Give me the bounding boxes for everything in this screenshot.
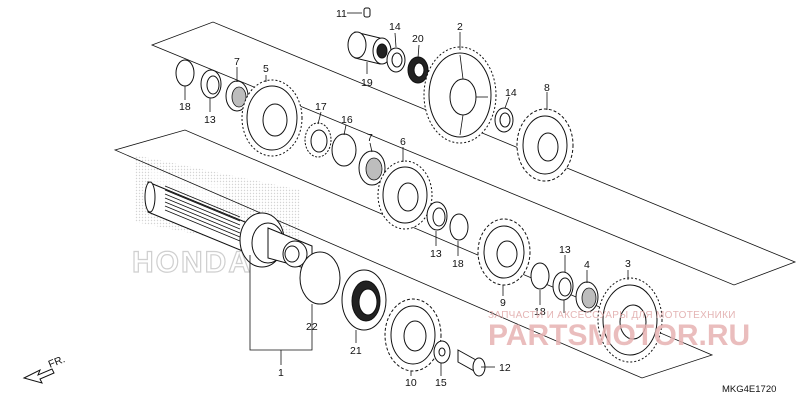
- callout-18: 18: [179, 101, 191, 113]
- callout-11: 11: [336, 8, 347, 20]
- washer-15: [433, 340, 451, 364]
- callout-15: 15: [435, 377, 447, 389]
- diagram-code: MKG4E1720: [722, 384, 776, 395]
- callout-6: 6: [400, 136, 406, 148]
- spline-washer-17: [304, 122, 332, 158]
- circlip-18-c: [530, 262, 550, 290]
- bolt-12: [457, 349, 486, 377]
- callout-14-b: 14: [505, 87, 517, 99]
- callout-17: 17: [315, 101, 327, 113]
- callout-12: 12: [499, 362, 511, 374]
- bushing-7-a: [225, 80, 249, 112]
- callout-13: 13: [204, 114, 216, 126]
- bushing-7-b: [358, 150, 386, 186]
- callout-14: 14: [389, 21, 401, 33]
- mainshaft: [144, 181, 313, 271]
- callout-18-c: 18: [534, 306, 546, 318]
- circlip-18-b: [449, 213, 469, 241]
- gear-5: [241, 79, 303, 157]
- washer-14-b: [494, 107, 514, 133]
- washer-13-c: [552, 271, 574, 301]
- callout-7: 7: [234, 56, 240, 68]
- front-direction-indicator: FR.: [22, 353, 67, 384]
- callout-19: 19: [361, 77, 373, 89]
- callout-3: 3: [625, 258, 631, 270]
- circlip-18-a: [175, 59, 195, 87]
- o-ring-22: [299, 251, 341, 305]
- direction-label: FR.: [47, 353, 67, 370]
- callout-13-c: 13: [559, 244, 571, 256]
- oil-seal-21: [341, 269, 387, 331]
- callout-5: 5: [263, 63, 269, 75]
- partsmotor-watermark: ЗАПЧАСТИ И АКСЕССУАРЫ ДЛЯ МОТОТЕХНИКИ PA…: [488, 310, 750, 352]
- callout-7-b: 7: [367, 132, 373, 144]
- bearing-19: [347, 31, 392, 65]
- callout-13-b: 13: [430, 248, 442, 260]
- callout-22: 22: [306, 321, 318, 333]
- gear-6: [377, 160, 433, 230]
- honda-logo-text: HONDA: [132, 246, 252, 279]
- gear-3: [597, 277, 663, 363]
- direction-arrow-icon: [22, 368, 55, 384]
- callout-8: 8: [544, 82, 550, 94]
- callout-1: 1: [278, 367, 284, 379]
- washer-13-a: [200, 69, 222, 99]
- bushing-4: [575, 281, 599, 313]
- lower-assembly-frame: [113, 129, 714, 379]
- gear-9: [477, 218, 531, 286]
- washer-14-a: [386, 47, 406, 73]
- callout-numbers: 11 14 2 20 19 18 13 7 5 17 16 7 6 14 8 1…: [179, 8, 631, 389]
- needle-bearing-20: [407, 56, 429, 84]
- callout-18-b: 18: [452, 258, 464, 270]
- gear-2: [423, 46, 497, 144]
- gear-8: [516, 108, 574, 182]
- callout-9: 9: [500, 297, 506, 309]
- watermark-brand: PARTSMOTOR.RU: [488, 319, 750, 352]
- callout-2: 2: [457, 21, 463, 33]
- upper-assembly-frame: [150, 21, 797, 286]
- drive-sprocket-10: [384, 298, 442, 372]
- callout-16: 16: [341, 114, 353, 126]
- pin-11: [363, 7, 371, 18]
- washer-13-b: [426, 201, 448, 231]
- callout-4: 4: [584, 259, 590, 271]
- watermark-tagline: ЗАПЧАСТИ И АКСЕССУАРЫ ДЛЯ МОТОТЕХНИКИ: [488, 310, 736, 321]
- circlip-16: [331, 133, 357, 167]
- callout-20: 20: [412, 33, 424, 45]
- leader-lines: [184, 12, 629, 376]
- callout-10: 10: [405, 377, 417, 389]
- callout-21: 21: [350, 345, 362, 357]
